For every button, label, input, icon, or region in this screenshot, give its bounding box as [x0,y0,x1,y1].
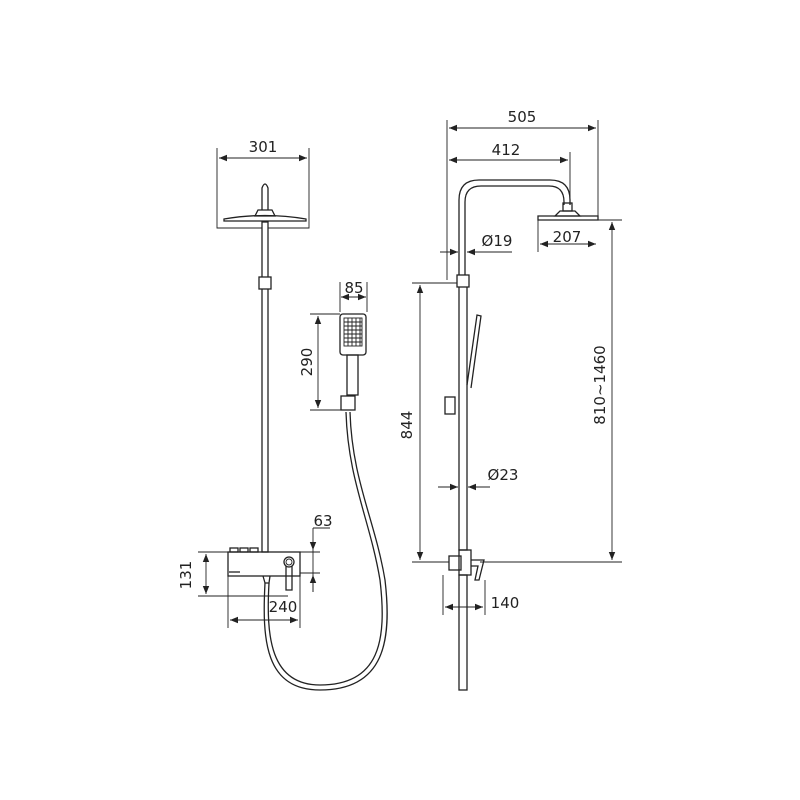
dim-diameter-19: Ø19 [482,232,513,250]
dim-131: 131 [177,561,195,590]
dim-505: 505 [508,108,537,126]
hand-shower-side [466,314,482,389]
dim-140: 140 [491,594,520,612]
dim-412: 412 [492,141,521,159]
thermostatic-mixer-front [227,547,301,591]
dim-207: 207 [553,228,582,246]
side-view: 505 412 Ø19 207 810~1460 844 Ø23 140 [398,108,622,691]
shower-pole-front [261,221,269,553]
hand-shower-bracket-side [444,396,456,415]
mixer-side [448,549,485,581]
dim-diameter-23: Ø23 [488,466,519,484]
hand-shower-front [339,313,367,411]
pole-holder-side [456,274,470,288]
dim-240: 240 [269,598,298,616]
front-view: 301 85 290 131 63 240 [177,138,388,691]
front-dimensions: 301 85 290 131 63 240 [177,138,368,628]
dim-844: 844 [398,411,416,440]
dim-810-1460: 810~1460 [591,345,609,424]
dim-290: 290 [298,348,316,377]
dim-85: 85 [344,279,363,297]
shower-arm [458,179,571,285]
lower-pipe [458,574,468,691]
dim-63: 63 [313,512,332,530]
shower-pole-side [458,284,468,551]
dim-301: 301 [249,138,278,156]
shower-hose [263,411,388,691]
overhead-shower-front [223,183,307,222]
overhead-shower-side [537,202,599,221]
side-dimensions: 505 412 Ø19 207 810~1460 844 Ø23 140 [398,108,622,615]
pole-holder [258,276,272,290]
